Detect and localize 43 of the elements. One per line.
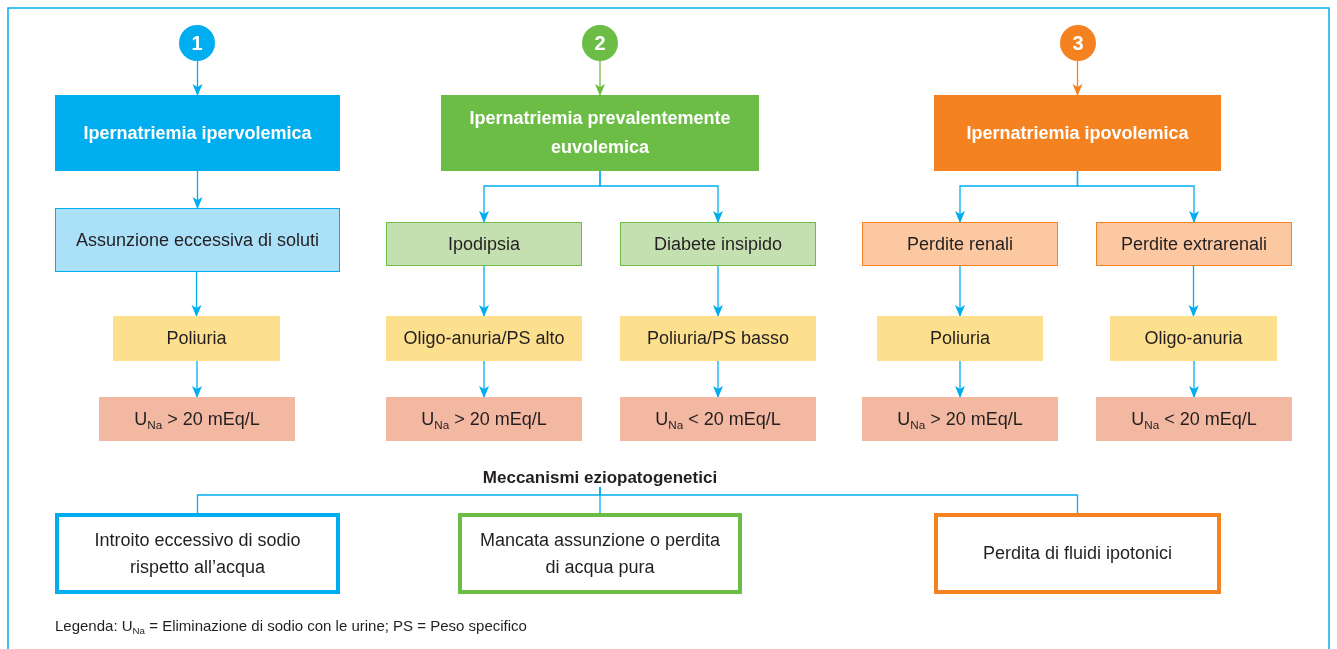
finding-box: Poliuria: [877, 316, 1043, 361]
arrow: [479, 360, 489, 398]
connector-line: [599, 486, 1079, 514]
cause-box: Perdite extrarenali: [1096, 222, 1292, 266]
arrow: [191, 271, 202, 317]
mechanism-box: Introito eccessivo di sodio rispetto all’acqua: [55, 513, 340, 594]
category-box: Ipernatriemia ipovolemica: [934, 95, 1221, 171]
arrow: [1076, 170, 1199, 223]
finding-box: Poliuria/PS basso: [620, 316, 816, 361]
cause-box: Ipodipsia: [386, 222, 582, 266]
finding-box: U$_{Na}$ < 20 mEq/L: [1096, 397, 1292, 441]
arrow: [192, 60, 203, 96]
section-heading: Meccanismi eziopatogenetici: [440, 465, 760, 491]
arrow: [192, 360, 202, 398]
step-number-circle: 1: [179, 25, 215, 61]
arrow: [192, 170, 203, 209]
category-box: Ipernatriemia ipervolemica: [55, 95, 340, 171]
finding-box: U$_{Na}$ > 20 mEq/L: [99, 397, 295, 441]
arrow: [479, 265, 489, 317]
arrow: [713, 265, 723, 317]
finding-box: U$_{Na}$ < 20 mEq/L: [620, 397, 816, 441]
finding-box: U$_{Na}$ > 20 mEq/L: [386, 397, 582, 441]
arrow: [955, 265, 965, 317]
finding-box: Poliuria: [113, 316, 280, 361]
mechanism-box: Mancata assunzione o perdita di acqua pura: [458, 513, 742, 594]
cause-box: Assunzione eccessiva di soluti: [55, 208, 340, 272]
arrow: [1188, 265, 1199, 317]
finding-box: Oligo-anuria: [1110, 316, 1277, 361]
cause-box: Perdite renali: [862, 222, 1058, 266]
arrow: [713, 360, 723, 398]
legend-note: Legenda: U$_{Na}$ = Eliminazione di sodio con le urine; PS = Peso specifico: [55, 617, 527, 634]
arrow: [595, 60, 605, 96]
category-box: Ipernatriemia prevalentemente euvolemica: [441, 95, 759, 171]
finding-box: Oligo-anuria/PS alto: [386, 316, 582, 361]
arrow: [955, 360, 965, 398]
arrow: [1189, 360, 1199, 398]
arrow: [599, 170, 723, 223]
cause-box: Diabete insipido: [620, 222, 816, 266]
step-number-circle: 2: [582, 25, 618, 61]
finding-box: U$_{Na}$ > 20 mEq/L: [862, 397, 1058, 441]
arrow: [1072, 60, 1083, 96]
step-number-circle: 3: [1060, 25, 1096, 61]
mechanism-box: Perdita di fluidi ipotonici: [934, 513, 1221, 594]
